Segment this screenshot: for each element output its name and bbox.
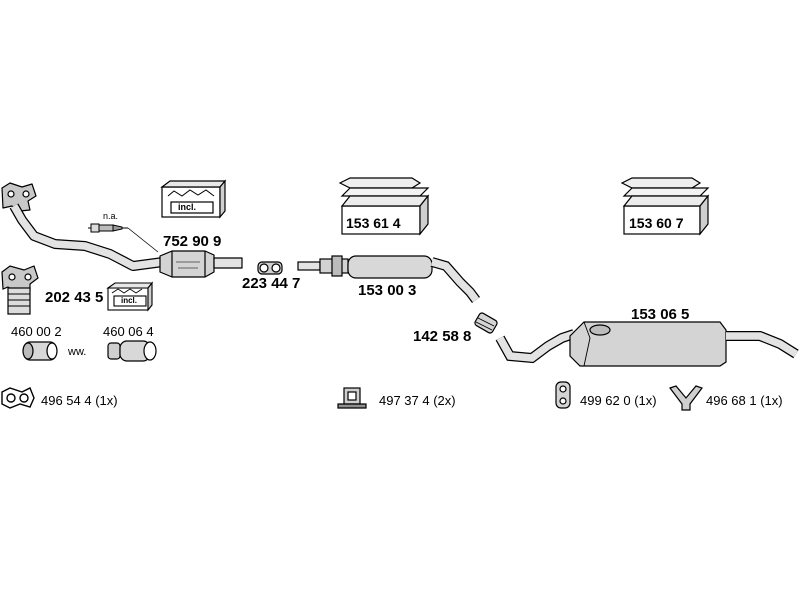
front-silencer-part-number: 153 00 3 bbox=[358, 282, 417, 299]
gasket-460002 bbox=[22, 341, 58, 361]
gasket-a-part-number: 460 00 2 bbox=[11, 324, 62, 339]
mounting-bracket-icon bbox=[337, 387, 367, 409]
flange-kit-part-number: 202 43 5 bbox=[45, 289, 104, 306]
rubber-hanger-icon bbox=[555, 381, 571, 409]
y-hanger-label: 496 68 1 (1x) bbox=[706, 393, 783, 408]
catalyst-front-pipe bbox=[1, 182, 243, 278]
gasket-460064 bbox=[107, 340, 157, 362]
rear-silencer bbox=[495, 321, 799, 367]
catalyst-incl-label: incl. bbox=[178, 202, 197, 212]
flange-incl-label: incl. bbox=[121, 296, 138, 305]
flange-gasket-icon bbox=[1, 387, 35, 409]
rear-silencer-part-number: 153 06 5 bbox=[631, 306, 690, 323]
alternative-mark: ww. bbox=[68, 346, 87, 358]
front-silencer-kit-number: 153 61 4 bbox=[346, 215, 401, 231]
flange-kit bbox=[1, 265, 39, 315]
rear-silencer-kit-number: 153 60 7 bbox=[629, 215, 684, 231]
front-silencer bbox=[297, 255, 480, 303]
connector-part-number: 142 58 8 bbox=[413, 328, 472, 345]
flange-incl-box bbox=[106, 281, 154, 312]
rear-silencer-kit-box bbox=[620, 177, 710, 236]
connector-142588 bbox=[474, 312, 498, 334]
front-silencer-kit-box bbox=[338, 177, 430, 236]
clamp-223447 bbox=[257, 261, 283, 275]
rubber-hanger-label: 499 62 0 (1x) bbox=[580, 393, 657, 408]
lambda-sensor bbox=[88, 223, 159, 253]
mount-bracket-label: 497 37 4 (2x) bbox=[379, 393, 456, 408]
y-hanger-icon bbox=[669, 385, 703, 411]
gasket-b-part-number: 460 06 4 bbox=[103, 324, 154, 339]
lambda-note: n.a. bbox=[103, 211, 119, 221]
catalyst-incl-box bbox=[160, 179, 227, 219]
catalyst-part-number: 752 90 9 bbox=[163, 233, 222, 250]
clamp-part-number: 223 44 7 bbox=[242, 275, 301, 292]
gasket-ring-label: 496 54 4 (1x) bbox=[41, 393, 118, 408]
